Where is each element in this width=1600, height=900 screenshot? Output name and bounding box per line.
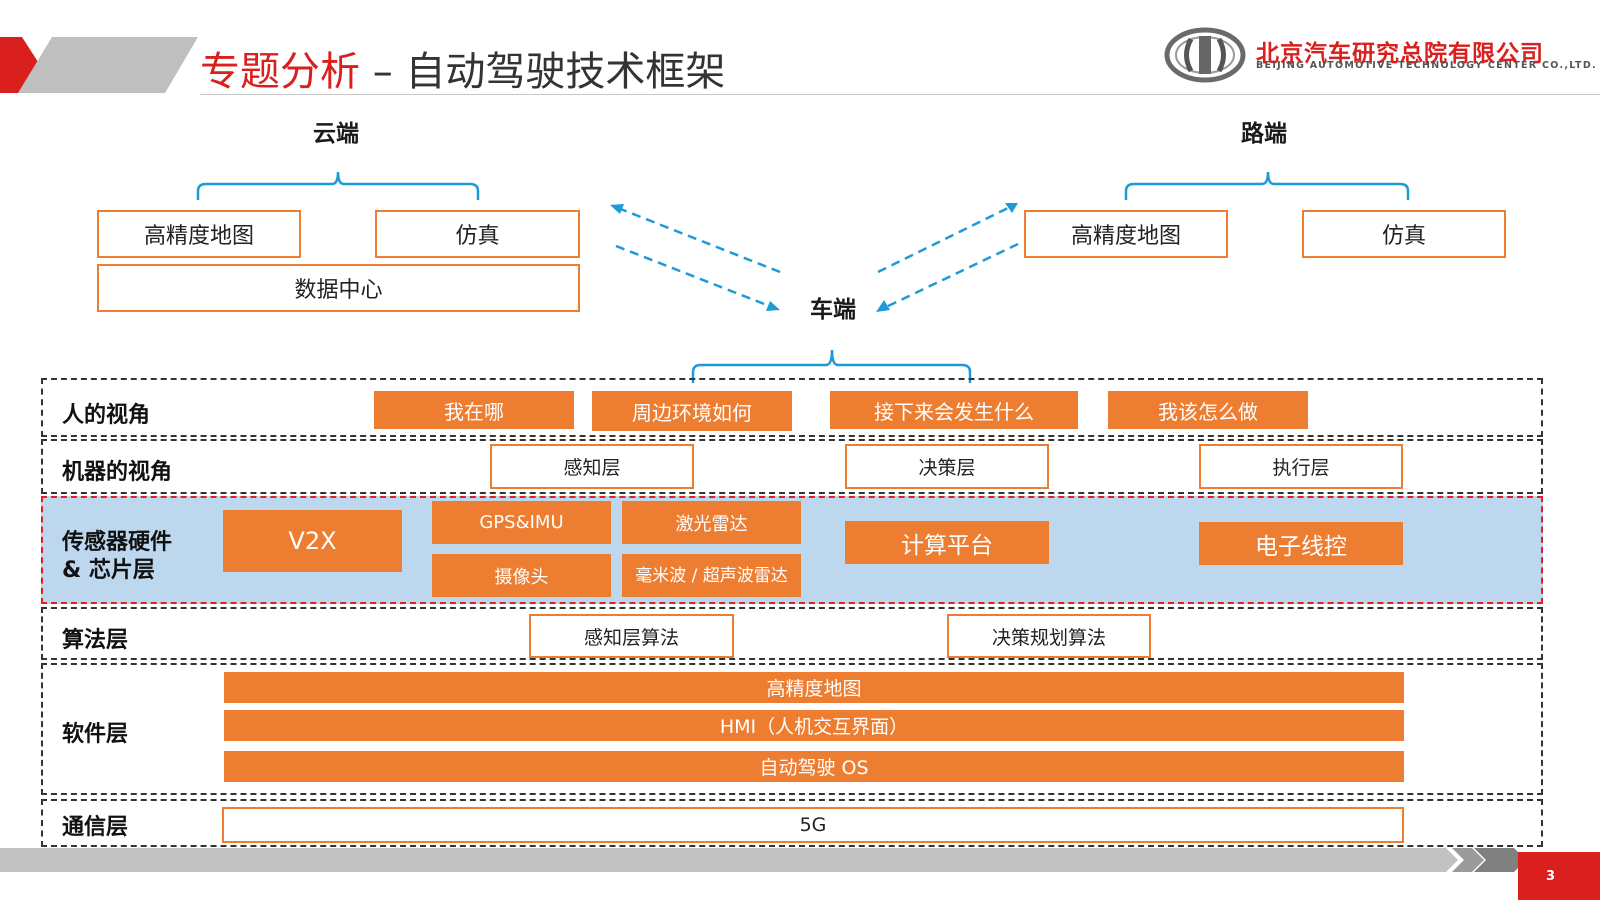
- label-hardware-line1: 传感器硬件: [62, 530, 173, 555]
- algorithm-item-planning: 决策规划算法: [947, 614, 1151, 658]
- title-subject: 自动驾驶技术框架: [405, 49, 726, 95]
- software-item-hd-map: 高精度地图: [224, 672, 1404, 703]
- header-gray-parallelogram: [18, 37, 198, 93]
- page-number: 3: [1546, 869, 1556, 884]
- arrow-cloud-to-vehicle: [615, 244, 773, 309]
- vehicle-brace: [691, 349, 972, 383]
- page-number-badge: [1518, 852, 1600, 900]
- human-view-item-what-to-do: 我该怎么做: [1108, 391, 1308, 429]
- hardware-item-gps-imu: GPS&IMU: [432, 501, 611, 544]
- road-label: 路端: [1241, 121, 1287, 147]
- hardware-item-v2x: V2X: [223, 510, 402, 572]
- footer-chevron-1: [1452, 848, 1484, 872]
- human-view-item-where: 我在哪: [374, 391, 574, 429]
- road-simulation-box: 仿真: [1302, 210, 1506, 258]
- arrow-vehicle-to-cloud: [617, 206, 781, 274]
- arrowhead-vehicle-right: [876, 300, 890, 312]
- machine-view-item-execution: 执行层: [1199, 444, 1403, 489]
- software-item-os: 自动驾驶 OS: [224, 751, 1404, 782]
- company-name-cn: 北京汽车研究总院有限公司: [1256, 41, 1544, 67]
- band-machine-view: [41, 439, 1543, 494]
- cloud-brace: [196, 171, 480, 200]
- hardware-item-computing-platform: 计算平台: [845, 521, 1049, 564]
- label-machine-view: 机器的视角: [62, 460, 173, 485]
- hardware-item-radar: 毫米波 / 超声波雷达: [622, 554, 801, 597]
- footer-chevron-2: [1474, 848, 1526, 872]
- band-algorithm: [41, 607, 1543, 660]
- cloud-hd-map-box: 高精度地图: [97, 210, 301, 258]
- page-title: 专题分析 – 自动驾驶技术框架: [200, 44, 725, 100]
- arrowhead-vehicle-left: [766, 301, 780, 311]
- road-brace: [1124, 171, 1410, 200]
- baic-logo-icon: [1164, 27, 1246, 83]
- machine-view-item-decision: 决策层: [845, 444, 1049, 489]
- company-name-en: BEIJING AUTOMOTIVE TECHNOLOGY CENTER CO.…: [1256, 60, 1597, 71]
- arrow-vehicle-to-road: [877, 205, 1011, 274]
- title-separator: –: [360, 49, 406, 95]
- title-topic: 专题分析: [200, 49, 360, 95]
- machine-view-item-perception: 感知层: [490, 444, 694, 489]
- cloud-label: 云端: [313, 121, 359, 147]
- hardware-item-camera: 摄像头: [432, 554, 611, 597]
- cloud-data-center-box: 数据中心: [97, 264, 580, 312]
- label-software: 软件层: [62, 722, 129, 747]
- human-view-item-what-next: 接下来会发生什么: [830, 391, 1078, 429]
- label-communication: 通信层: [62, 815, 129, 840]
- road-hd-map-box: 高精度地图: [1024, 210, 1228, 258]
- cloud-simulation-box: 仿真: [375, 210, 580, 258]
- arrow-road-to-vehicle: [883, 242, 1019, 310]
- label-human-view: 人的视角: [62, 403, 151, 428]
- comm-item-5g: 5G: [222, 807, 1404, 843]
- software-item-hmi: HMI（人机交互界面）: [224, 710, 1404, 741]
- algorithm-item-perception: 感知层算法: [529, 614, 734, 658]
- hardware-item-lidar: 激光雷达: [622, 501, 801, 544]
- vehicle-label: 车端: [810, 297, 856, 323]
- label-hardware-line2: & 芯片层: [62, 558, 155, 583]
- band-communication: [41, 799, 1543, 847]
- band-software: [41, 663, 1543, 795]
- band-human-view: [41, 378, 1543, 437]
- arrowhead-road: [1005, 203, 1018, 213]
- label-algorithm: 算法层: [62, 628, 129, 653]
- footer-gray-bar: [0, 848, 1458, 872]
- arrowhead-cloud: [610, 204, 624, 214]
- hardware-item-drive-by-wire: 电子线控: [1199, 522, 1403, 565]
- human-view-item-surroundings: 周边环境如何: [592, 391, 792, 431]
- header-divider: [200, 94, 1600, 95]
